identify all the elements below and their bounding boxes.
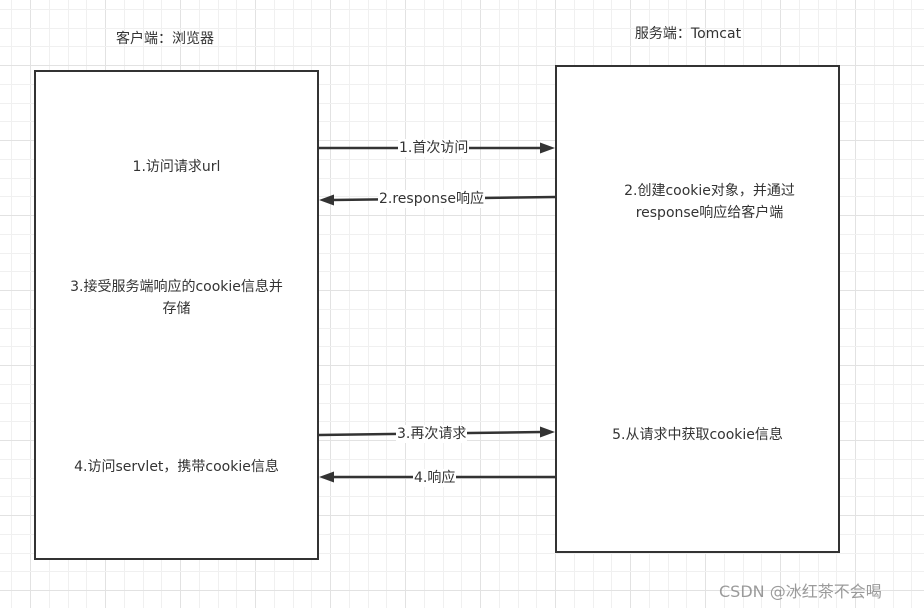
arrowhead-right-icon	[540, 142, 555, 154]
server-note-step5: 5.从请求中获取cookie信息	[612, 427, 783, 443]
arrowhead-left-icon	[319, 194, 334, 206]
watermark: CSDN @冰红茶不会喝	[719, 582, 882, 601]
arrow-label-1: 1.首次访问	[398, 139, 470, 157]
arrowhead-right-icon	[540, 426, 555, 438]
arrow-label-2: 2.response响应	[378, 190, 485, 208]
server-box[interactable]: 2.创建cookie对象，并通过response响应给客户端 5.从请求中获取c…	[555, 65, 840, 553]
arrow-label-3: 3.再次请求	[396, 425, 468, 443]
client-note-step3: 3.接受服务端响应的cookie信息并存储	[70, 279, 283, 317]
arrowhead-left-icon	[319, 471, 334, 483]
client-note-step1: 1.访问请求url	[132, 159, 221, 175]
arrow-label-4: 4.响应	[413, 469, 457, 487]
server-title: 服务端：Tomcat	[634, 26, 742, 42]
server-note-step2: 2.创建cookie对象，并通过response响应给客户端	[624, 183, 795, 221]
client-note-step4: 4.访问servlet，携带cookie信息	[74, 459, 279, 475]
client-title: 客户端：浏览器	[116, 31, 214, 47]
client-box[interactable]: 1.访问请求url 3.接受服务端响应的cookie信息并存储 4.访问serv…	[34, 70, 319, 560]
